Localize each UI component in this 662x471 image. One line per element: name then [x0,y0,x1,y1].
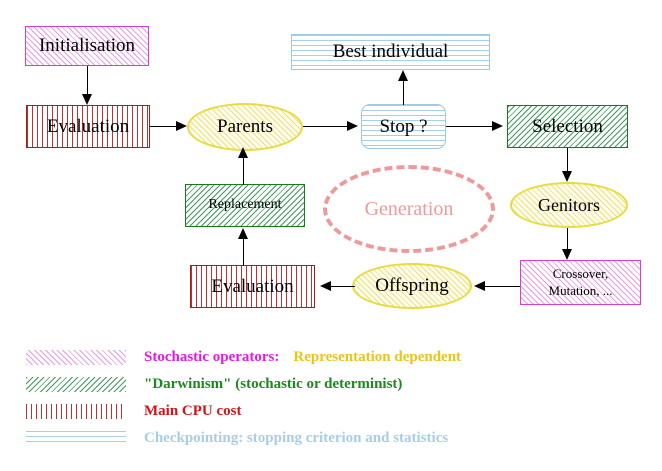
arrowhead-crossover-to-offspring [474,281,485,291]
node-evaluation-bottom-label: Evaluation [211,275,294,297]
node-crossover-line1: Crossover, [552,266,609,282]
node-stop-label: Stop ? [379,115,428,137]
node-generation: Generation [323,165,495,253]
edge-crossover-to-offspring [480,286,520,287]
arrowhead-evaluation-to-replacement [238,228,248,239]
edge-genitors-to-crossover [567,228,568,256]
node-selection-label: Selection [532,115,603,137]
arrowhead-initialisation-to-evaluation [82,94,92,105]
edge-selection-to-genitors [567,148,568,176]
edge-stop-to-best-individual [403,72,404,105]
legend-label-representation-dependent: Representation dependent [293,348,462,365]
arrowhead-stop-to-selection [492,121,503,131]
node-replacement[interactable]: Replacement [185,184,305,227]
legend-label-darwinism: "Darwinism" (stochastic or determinist) [144,375,403,392]
edge-parents-to-stop [303,126,349,127]
edge-replacement-to-parents [243,150,244,185]
legend-label-stochastic-operators: Stochastic operators: [144,348,280,365]
node-genitors[interactable]: Genitors [510,182,628,228]
node-crossover-line2: Mutation, ... [548,282,613,298]
node-replacement-label: Replacement [208,197,282,213]
edge-initialisation-to-evaluation [87,66,88,96]
node-genitors-label: Genitors [538,194,600,215]
arrowhead-evaluation-to-parents [176,121,187,131]
node-initialisation-label: Initialisation [38,35,136,57]
legend-label-main-cpu-cost: Main CPU cost [144,402,242,419]
node-crossover-mutation[interactable]: Crossover, Mutation, ... [520,260,641,305]
node-evaluation-top[interactable]: Evaluation [26,105,150,148]
legend-swatch-magenta-icon [26,349,126,365]
edge-evaluation-to-replacement [243,230,244,266]
node-parents[interactable]: Parents [187,103,303,151]
legend-row-darwinism: "Darwinism" (stochastic or determinist) [26,373,402,395]
node-generation-label: Generation [364,197,454,220]
edge-evaluation-to-parents [150,126,179,127]
arrowhead-replacement-to-parents [238,147,248,158]
arrowhead-offspring-to-evaluation [320,281,331,291]
node-stop[interactable]: Stop ? [361,104,446,149]
arrowhead-parents-to-stop [347,121,358,131]
arrowhead-genitors-to-crossover [562,249,572,260]
legend-row-checkpointing: Checkpointing: stopping criterion and st… [26,427,448,449]
legend-row-main-cpu-cost: Main CPU cost [26,400,242,422]
node-best-individual-label: Best individual [332,41,449,63]
node-evaluation-bottom[interactable]: Evaluation [190,265,315,308]
arrowhead-stop-to-best-individual [398,70,408,81]
node-offspring-label: Offspring [375,275,449,297]
node-offspring[interactable]: Offspring [352,263,472,309]
legend-label-checkpointing: Checkpointing: stopping criterion and st… [144,429,449,446]
legend-swatch-green-icon [26,376,126,392]
node-evaluation-top-label: Evaluation [46,115,130,137]
edge-stop-to-selection [446,126,494,127]
node-parents-label: Parents [217,116,273,138]
legend-swatch-blue-icon [26,430,126,446]
node-selection[interactable]: Selection [507,105,628,148]
legend-row-stochastic-operators: Stochastic operators: Representation dep… [26,346,461,368]
arrowhead-selection-to-genitors [562,171,572,182]
edge-offspring-to-evaluation [330,286,355,287]
node-best-individual[interactable]: Best individual [291,34,490,70]
node-initialisation[interactable]: Initialisation [25,26,149,66]
legend-swatch-red-icon [26,403,126,419]
